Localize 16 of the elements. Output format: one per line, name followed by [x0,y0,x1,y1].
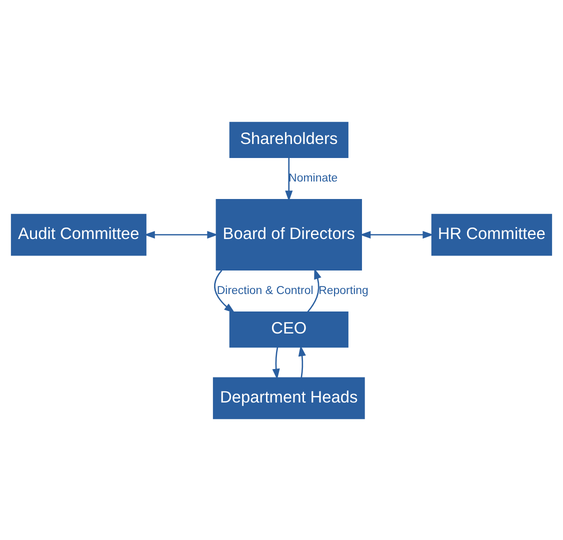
node-box: HR Committee [431,213,552,256]
arrow [144,230,218,238]
node-box: CEO [229,311,348,348]
arrow [272,346,280,380]
edge-label: Reporting [318,284,368,297]
arrow [307,268,322,312]
arrow [214,270,235,313]
node-box: Audit Committee [10,213,146,256]
arrow [285,157,293,201]
edge-label: Nominate [288,172,338,184]
node-box: Department Heads [212,376,365,419]
edge-label: Direction & Control [216,284,314,297]
node-box: Shareholders [229,121,348,158]
arrow [360,230,434,238]
arrow [298,344,306,378]
node-box: Board of Directors [216,198,362,270]
